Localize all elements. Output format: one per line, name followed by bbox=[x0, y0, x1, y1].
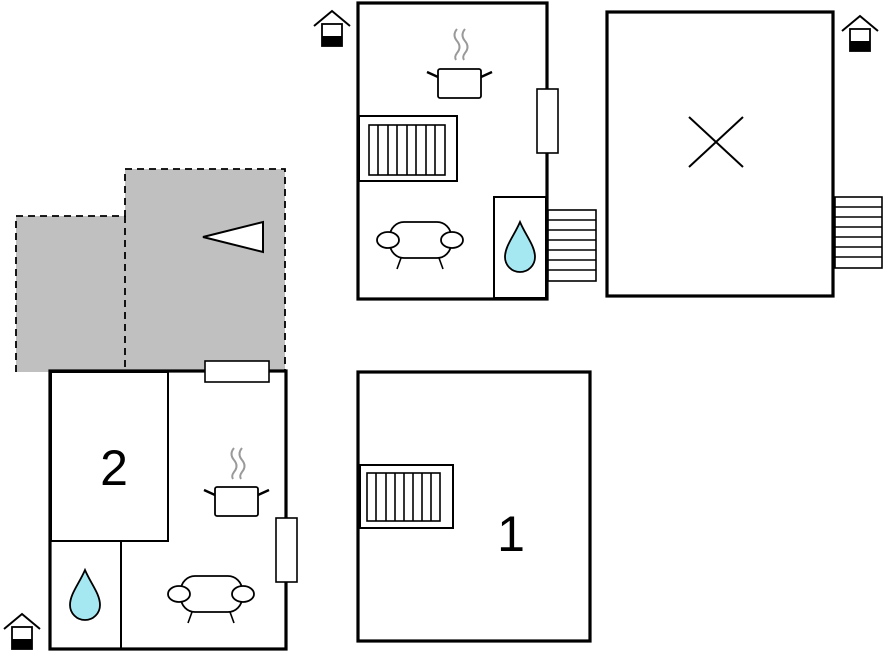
void-x-icon bbox=[688, 116, 744, 168]
water-drop-icon bbox=[69, 567, 101, 621]
void-room bbox=[605, 10, 835, 298]
upper-floor-building: 1 bbox=[356, 370, 592, 643]
bedroom-1-number: 1 bbox=[497, 506, 525, 562]
outside-steps bbox=[547, 209, 597, 282]
window-icon bbox=[536, 88, 559, 154]
ground-floor-building: 2 bbox=[48, 360, 298, 651]
house-entrance-icon bbox=[841, 14, 879, 52]
staircase-icon bbox=[359, 464, 454, 529]
outside-steps bbox=[834, 196, 883, 269]
cooking-pot-icon bbox=[203, 447, 270, 517]
bedroom-2-number: 2 bbox=[100, 440, 128, 496]
annex-upper-floor bbox=[605, 10, 883, 298]
water-drop-icon bbox=[504, 219, 536, 273]
cooking-pot-icon bbox=[426, 28, 493, 99]
bedroom-1 bbox=[356, 370, 592, 643]
annex-building bbox=[356, 1, 597, 301]
house-entrance-icon bbox=[3, 612, 41, 650]
window-icon bbox=[275, 517, 298, 583]
bathroom bbox=[493, 196, 547, 299]
window-icon bbox=[204, 360, 270, 383]
sofa-icon bbox=[376, 221, 464, 270]
terrace bbox=[15, 168, 286, 372]
bedroom-2 bbox=[50, 371, 169, 542]
terrace-area bbox=[16, 169, 285, 372]
terrace-outline bbox=[15, 168, 286, 372]
house-entrance-icon bbox=[313, 9, 351, 47]
garden-direction-icon bbox=[202, 220, 264, 254]
staircase-icon bbox=[358, 115, 458, 182]
sofa-icon bbox=[167, 575, 255, 624]
